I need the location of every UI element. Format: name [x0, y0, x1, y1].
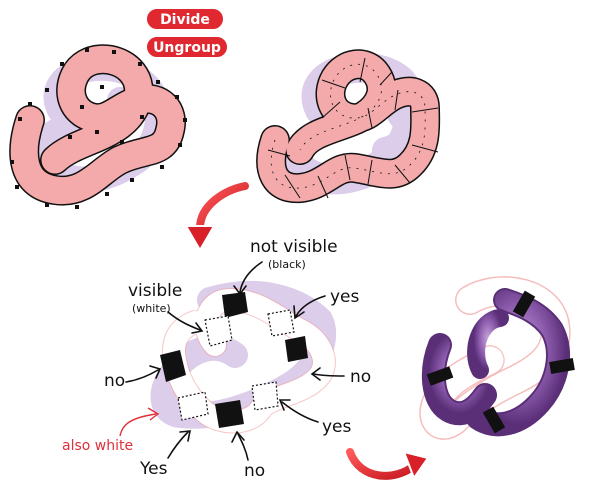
annotation-no-left: no: [104, 365, 162, 391]
anchor-nodes: [10, 48, 187, 209]
annotation-yes-top-right: yes: [293, 287, 360, 320]
arrow-no-bottom: [237, 433, 249, 461]
annotation-also-white: also white: [62, 407, 160, 454]
ungroup-command-badge[interactable]: Ungroup: [145, 35, 229, 59]
yes-right-label: yes: [322, 417, 352, 437]
annotation-not-visible: not visible (black): [233, 237, 338, 296]
knot-before-divide: [9, 44, 187, 209]
annotation-visible: visible (white): [128, 281, 204, 334]
also-white-label: also white: [62, 438, 133, 454]
yes-bottom-label: Yes: [139, 459, 168, 479]
red-flow-arrow-2: [346, 448, 419, 480]
annotation-yes-bottom: Yes: [139, 430, 191, 479]
not-visible-sublabel: (black): [268, 258, 306, 271]
knot-result: [419, 276, 575, 440]
red-arrowhead-1: [184, 225, 216, 252]
yes-top-right-label: yes: [330, 287, 360, 307]
black-pieces: [160, 292, 308, 428]
arrow-yes-top-right: [295, 295, 326, 317]
annotation-no-right: no: [310, 367, 371, 387]
arrow-no-right: [313, 373, 345, 377]
divide-label: Divide: [160, 12, 210, 28]
visible-sublabel: (white): [132, 302, 171, 315]
red-flow-arrow-1: [196, 182, 249, 232]
result-black-bands: [426, 290, 575, 434]
no-left-label: no: [104, 371, 125, 391]
not-visible-label: not visible: [250, 237, 338, 257]
purple-strand-left: [423, 335, 495, 424]
no-bottom-label: no: [244, 461, 265, 481]
arrow-yes-bottom: [167, 431, 189, 459]
arrow-yes-right: [281, 401, 319, 423]
no-right-label: no: [350, 367, 371, 387]
pink-shape: [10, 45, 185, 205]
arrow-not-visible: [239, 261, 263, 293]
ungroup-label: Ungroup: [153, 40, 221, 56]
arrow-no-left: [125, 369, 159, 383]
divide-command-badge[interactable]: Divide: [145, 7, 225, 31]
arrow-also-white: [119, 413, 157, 437]
segment-dividers: [267, 57, 439, 199]
knot-after-divide: [256, 49, 441, 204]
arrow-visible: [167, 311, 201, 331]
divided-segment-lines: [270, 64, 426, 189]
red-arrowhead-2: [402, 450, 430, 481]
visible-label: visible: [128, 281, 182, 301]
white-pieces: [177, 309, 295, 421]
annotation-no-bottom: no: [231, 430, 265, 481]
annotation-yes-right: yes: [278, 399, 352, 437]
